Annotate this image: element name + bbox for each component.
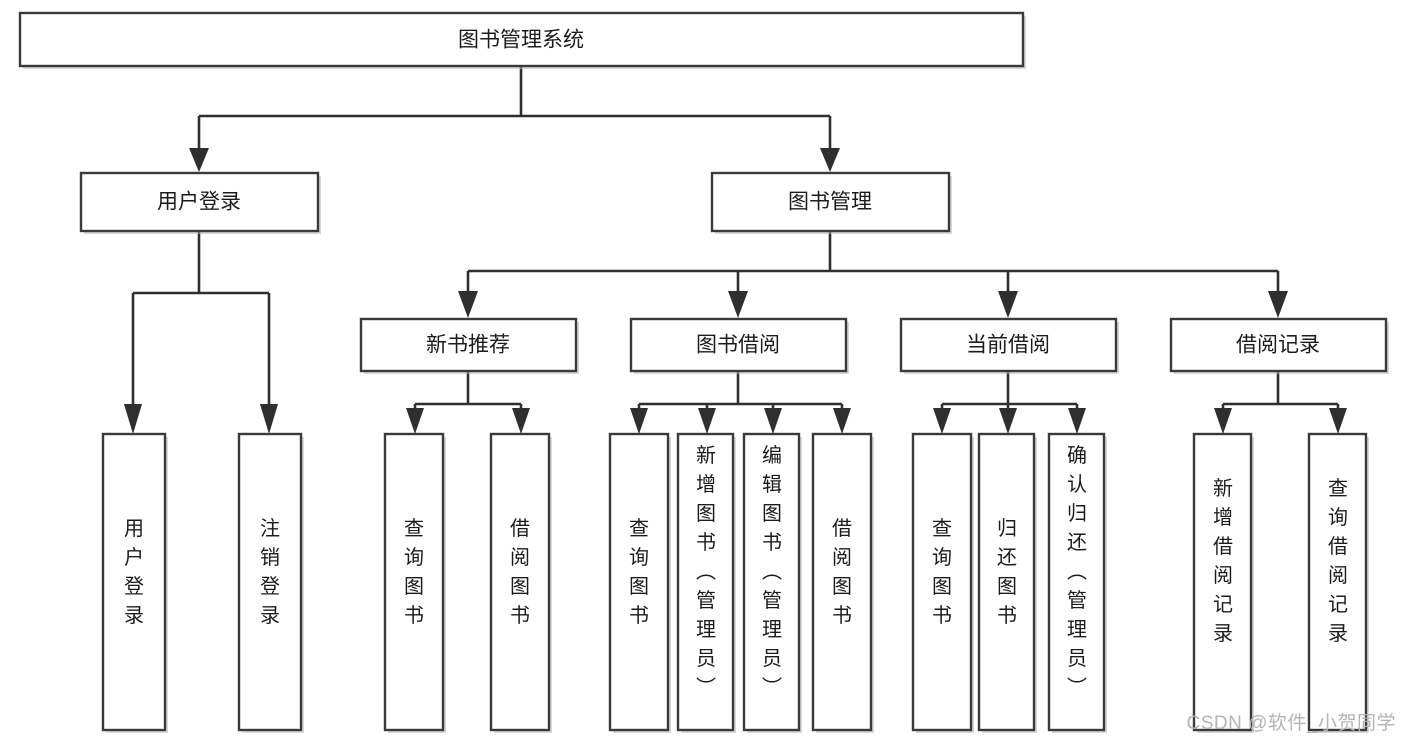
leaf-return-book-label: 归还图书 <box>997 517 1017 627</box>
leaf-query-book-1-box[interactable] <box>383 432 445 732</box>
node-leaf-query-book-2[interactable]: 查询图书 <box>608 432 671 733</box>
arrow-to-user-login <box>189 148 209 172</box>
arrow-leaf-query-book-2 <box>630 408 648 434</box>
user-login-label: 用户登录 <box>157 191 241 214</box>
leaf-query-book-2-box[interactable] <box>608 432 670 732</box>
root-label: 图书管理系统 <box>458 29 584 52</box>
leaf-user-login-box[interactable] <box>101 432 167 732</box>
arrow-leaf-user-logout <box>260 404 278 434</box>
node-leaf-confirm-return[interactable]: 确认归还︵管理员︶ <box>1047 432 1107 733</box>
leaf-confirm-return-box[interactable] <box>1047 432 1106 732</box>
leaf-add-book-box[interactable] <box>676 432 735 732</box>
arrow-leaf-borrow-book-1 <box>512 408 530 434</box>
leaf-borrow-book-2-box[interactable] <box>811 432 873 732</box>
book-borrow-label: 图书借阅 <box>696 334 780 357</box>
leaf-query-record-box[interactable] <box>1307 432 1368 732</box>
node-leaf-borrow-book-2[interactable]: 借阅图书 <box>811 432 874 733</box>
user-login-box[interactable] <box>79 171 320 233</box>
node-leaf-query-record[interactable]: 查询借阅记录 <box>1307 432 1369 733</box>
new-book-recommend-label: 新书推荐 <box>426 334 510 357</box>
borrow-record-box[interactable] <box>1169 317 1388 373</box>
node-current-borrow[interactable]: 当前借阅 <box>899 317 1119 374</box>
leaf-return-book-box[interactable] <box>977 432 1036 732</box>
leaf-add-book-label: 新增图书︵管理员︶ <box>696 444 716 699</box>
node-book-borrow[interactable]: 图书借阅 <box>629 317 849 374</box>
node-borrow-record[interactable]: 借阅记录 <box>1169 317 1389 374</box>
book-borrow-box[interactable] <box>629 317 848 373</box>
leaf-layer: 用户登录 注销登录 查询图书 借阅图书 查询图书 <box>101 432 1369 733</box>
borrow-record-label: 借阅记录 <box>1236 334 1320 357</box>
leaf-edit-book-box[interactable] <box>742 432 801 732</box>
leaf-add-record-label: 新增借阅记录 <box>1213 477 1233 645</box>
arrow-leaf-query-book-3 <box>933 408 951 434</box>
node-leaf-edit-book[interactable]: 编辑图书︵管理员︶ <box>742 432 802 733</box>
node-leaf-return-book[interactable]: 归还图书 <box>977 432 1037 733</box>
arrow-leaf-add-record <box>1214 408 1232 434</box>
node-book-management[interactable]: 图书管理 <box>710 171 952 234</box>
leaf-query-book-2-label: 查询图书 <box>629 517 649 627</box>
arrow-leaf-edit-book <box>764 408 782 434</box>
arrow-to-current-borrow <box>998 291 1018 318</box>
node-new-book-recommend[interactable]: 新书推荐 <box>359 317 579 374</box>
arrow-to-borrow-record <box>1268 291 1288 318</box>
node-leaf-borrow-book-1[interactable]: 借阅图书 <box>489 432 552 733</box>
leaf-confirm-return-label: 确认归还︵管理员︶ <box>1067 444 1087 699</box>
node-leaf-query-book-3[interactable]: 查询图书 <box>911 432 974 733</box>
arrow-to-new-book-recommend <box>458 291 478 318</box>
arrow-to-book-management <box>820 148 840 172</box>
book-management-label: 图书管理 <box>788 191 872 214</box>
leaf-query-record-label: 查询借阅记录 <box>1328 477 1348 645</box>
arrow-leaf-query-record <box>1329 408 1347 434</box>
new-book-recommend-box[interactable] <box>359 317 578 373</box>
leaf-borrow-book-1-box[interactable] <box>489 432 551 732</box>
leaf-user-logout-box[interactable] <box>237 432 303 732</box>
current-borrow-box[interactable] <box>899 317 1118 373</box>
leaf-borrow-book-2-label: 借阅图书 <box>832 517 852 627</box>
arrow-leaf-user-login <box>124 404 142 434</box>
arrow-leaf-borrow-book-2 <box>833 408 851 434</box>
node-root[interactable]: 图书管理系统 <box>18 11 1026 69</box>
leaf-user-logout-label: 注销登录 <box>260 517 280 627</box>
connector-layer <box>124 66 1347 434</box>
node-leaf-query-book-1[interactable]: 查询图书 <box>383 432 446 733</box>
leaf-query-book-3-label: 查询图书 <box>932 517 952 627</box>
node-user-login[interactable]: 用户登录 <box>79 171 321 234</box>
arrow-leaf-add-book <box>698 408 716 434</box>
arrow-leaf-return-book <box>999 408 1017 434</box>
leaf-query-book-1-label: 查询图书 <box>404 517 424 627</box>
leaf-borrow-book-1-label: 借阅图书 <box>510 517 530 627</box>
leaf-add-record-box[interactable] <box>1192 432 1253 732</box>
csdn-watermark: CSDN @软件_小贺同学 <box>1187 712 1396 734</box>
arrow-leaf-query-book-1 <box>406 408 424 434</box>
root-box[interactable] <box>18 11 1025 68</box>
arrow-to-book-borrow <box>728 291 748 318</box>
leaf-edit-book-label: 编辑图书︵管理员︶ <box>762 444 782 699</box>
node-leaf-user-login[interactable]: 用户登录 <box>101 432 168 733</box>
node-leaf-add-book[interactable]: 新增图书︵管理员︶ <box>676 432 736 733</box>
leaf-query-book-3-box[interactable] <box>911 432 973 732</box>
node-leaf-add-record[interactable]: 新增借阅记录 <box>1192 432 1254 733</box>
leaf-user-login-label: 用户登录 <box>124 518 144 627</box>
book-management-box[interactable] <box>710 171 951 233</box>
arrow-leaf-confirm-return <box>1068 408 1086 434</box>
current-borrow-label: 当前借阅 <box>966 334 1050 357</box>
node-leaf-user-logout[interactable]: 注销登录 <box>237 432 304 733</box>
